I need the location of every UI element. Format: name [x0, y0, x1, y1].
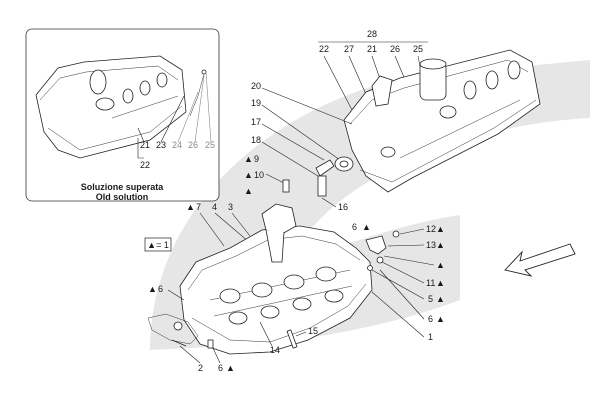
label-28: 28	[367, 29, 377, 39]
leader-inset-21	[137, 127, 145, 143]
triangle-6-bottom: ▲	[226, 363, 235, 373]
leader-3	[231, 212, 251, 237]
label-4: 4	[212, 202, 217, 212]
label-16: 16	[338, 202, 348, 212]
label-27-upper: 27	[344, 44, 354, 54]
leader-20	[261, 87, 353, 125]
inset-caption-en: Old solution	[96, 192, 149, 202]
label-18: 18	[251, 135, 261, 145]
dowel-15	[286, 329, 298, 349]
legend-box	[144, 237, 172, 252]
inset-valve-cover	[35, 55, 207, 159]
leader-7	[199, 212, 225, 247]
triangle-10: ▲	[244, 170, 253, 180]
leader-11	[381, 261, 425, 284]
leader-2	[179, 345, 201, 364]
leader-inset-26	[194, 75, 205, 143]
label-6-bottom: 6	[218, 363, 223, 373]
label-19: 19	[251, 98, 261, 108]
label-25-upper: 25	[413, 44, 423, 54]
valve-cover-upper	[343, 49, 541, 193]
label-6-right: 6	[352, 222, 357, 232]
label-2: 2	[198, 363, 203, 373]
label-6-left: 6	[158, 284, 163, 294]
label-22-upper: 22	[319, 44, 329, 54]
leader-13	[387, 244, 425, 247]
bracket-right	[365, 235, 387, 255]
inset-label-26: 26	[188, 140, 198, 150]
leader-19	[261, 104, 341, 161]
gasket-hole	[173, 321, 183, 331]
seal-ring-inner	[339, 160, 349, 168]
inset-label-21: 21	[140, 140, 150, 150]
leader-1	[371, 291, 425, 338]
inset-label-22: 22	[140, 160, 150, 170]
triangle-12: ▲	[436, 224, 445, 234]
washer-11	[376, 256, 384, 264]
inset-label-24: 24	[172, 140, 182, 150]
triangle-7: ▲	[186, 202, 195, 212]
triangle-13: ▲	[436, 240, 445, 250]
leader-mid	[383, 255, 435, 266]
inset-label-25: 25	[205, 140, 215, 150]
label-17: 17	[251, 117, 261, 127]
leader-6-bottom	[211, 345, 221, 364]
label-1: 1	[428, 332, 433, 342]
triangle-6-right: ▲	[362, 222, 371, 232]
triangle-top: ▲	[244, 186, 253, 196]
triangle-11: ▲	[436, 278, 445, 288]
cylinder-head	[179, 203, 373, 355]
label-21-upper: 21	[367, 44, 377, 54]
label-20: 20	[251, 81, 261, 91]
triangle-9: ▲	[244, 154, 253, 164]
inset-caption-it: Soluzione superata	[81, 182, 165, 192]
leader-12	[399, 228, 425, 235]
bolt-10	[282, 179, 290, 193]
legend-text: ▲= 1	[147, 240, 169, 250]
leader-inset-24	[177, 91, 199, 143]
label-5: 5	[428, 294, 433, 304]
leader-14	[259, 321, 273, 347]
triangle-6-left: ▲	[148, 284, 157, 294]
leader-inset-25	[205, 71, 212, 143]
sensor-body	[317, 175, 327, 197]
label-15: 15	[308, 326, 318, 336]
leader-inset-23	[160, 95, 185, 143]
inset-label-23: 23	[156, 140, 166, 150]
leader-5	[371, 269, 425, 300]
leader-16	[321, 197, 337, 208]
label-7: 7	[196, 202, 201, 212]
label-11: 11	[426, 278, 435, 288]
leader-6-left	[167, 289, 185, 301]
label-3: 3	[228, 202, 233, 212]
label-14: 14	[270, 345, 280, 355]
bolt-12	[392, 230, 400, 238]
leader-6-right-low	[379, 269, 425, 320]
direction-arrow-icon	[504, 243, 576, 277]
label-12: 12	[426, 224, 436, 234]
label-9: 9	[254, 154, 259, 164]
leader-18	[261, 141, 319, 177]
sensor	[315, 159, 335, 177]
label-26-upper: 26	[390, 44, 400, 54]
leader-17	[261, 123, 325, 161]
leader-15	[295, 331, 307, 337]
label-10: 10	[254, 170, 264, 180]
triangle-5: ▲	[436, 294, 445, 304]
bolt-6-bottom	[207, 339, 214, 349]
label-6-right-low: 6	[428, 314, 433, 324]
plug-5	[367, 265, 373, 271]
triangle-mid: ▲	[436, 260, 445, 270]
head-gasket	[147, 313, 199, 345]
triangle-6-right-low: ▲	[436, 314, 445, 324]
label-13: 13	[426, 240, 436, 250]
leader-inset-22	[137, 138, 144, 159]
pin-2	[171, 339, 187, 347]
